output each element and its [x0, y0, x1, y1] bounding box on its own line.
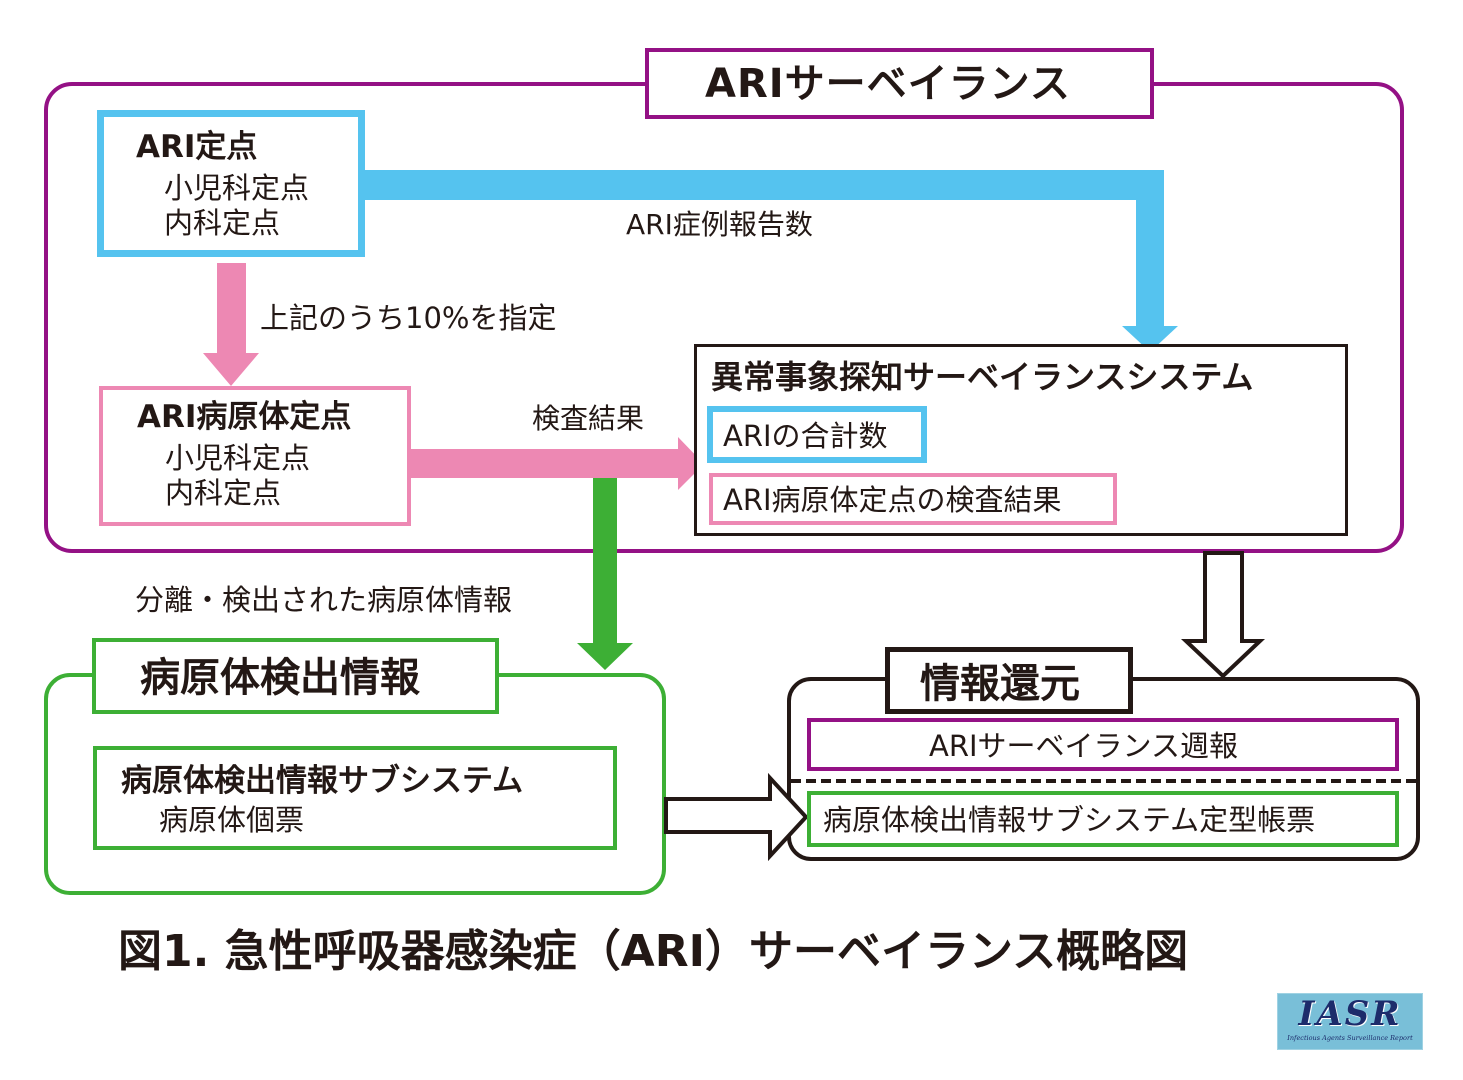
anomaly-system-box: 異常事象探知サーベイランスシステム ARIの合計数 ARI病原体定点の検査結果: [694, 344, 1348, 536]
standard-forms-label: 病原体検出情報サブシステム定型帳票: [823, 803, 1316, 837]
return-right-arrow: [664, 772, 809, 862]
case-report-arrow: [362, 170, 1178, 352]
iasr-logo-subtitle: Infectious Agents Surveillance Report: [1287, 1034, 1413, 1042]
designate-label: 上記のうち10%を指定: [260, 301, 557, 335]
iasr-logo: IASR Infectious Agents Surveillance Repo…: [1277, 993, 1423, 1050]
weekly-report-label: ARIサーベイランス週報: [929, 729, 1238, 763]
ari-sentinel-pediatric: 小児科定点: [164, 171, 310, 205]
ari-sentinel-box: ARI定点 小児科定点 内科定点: [97, 110, 365, 257]
weekly-report-box: ARIサーベイランス週報: [807, 718, 1399, 771]
figure-caption: 図1. 急性呼吸器感染症（ARI）サーベイランス概略図: [118, 926, 1189, 977]
info-return-title-box: 情報還元: [885, 647, 1133, 714]
iasr-logo-text: IASR: [1298, 994, 1402, 1034]
test-results-arrow: [408, 437, 704, 490]
ari-pathogen-sentinel-box: ARI病原体定点 小児科定点 内科定点: [99, 386, 411, 526]
ari-sentinel-internal: 内科定点: [164, 206, 281, 240]
case-report-label: ARI症例報告数: [626, 208, 813, 241]
anomaly-system-title: 異常事象探知サーベイランスシステム: [711, 358, 1254, 396]
return-down-arrow: [1180, 551, 1266, 679]
designate-arrow: [203, 263, 259, 386]
test-results-label: 検査結果: [532, 402, 645, 435]
pathogen-results-box: ARI病原体定点の検査結果: [709, 473, 1117, 525]
ari-surveillance-title: ARIサーベイランス: [705, 61, 1071, 107]
ari-surveillance-title-box: ARIサーベイランス: [645, 48, 1154, 119]
isolated-info-arrow: [577, 478, 633, 670]
ari-pathogen-sentinel-pediatric: 小児科定点: [165, 441, 311, 475]
pathogen-subsystem-box: 病原体検出情報サブシステム 病原体個票: [93, 746, 617, 850]
ari-pathogen-sentinel-title: ARI病原体定点: [137, 399, 352, 435]
pathogen-subsystem-item: 病原体個票: [159, 803, 305, 837]
pathogen-info-title: 病原体検出情報: [140, 655, 420, 701]
ari-total-box: ARIの合計数: [707, 406, 927, 463]
ari-sentinel-title: ARI定点: [136, 129, 258, 165]
pathogen-results-label: ARI病原体定点の検査結果: [723, 483, 1062, 517]
info-return-title: 情報還元: [920, 661, 1080, 707]
ari-total-label: ARIの合計数: [723, 419, 888, 453]
ari-pathogen-sentinel-internal: 内科定点: [165, 476, 282, 510]
pathogen-subsystem-title: 病原体検出情報サブシステム: [121, 763, 524, 799]
standard-forms-box: 病原体検出情報サブシステム定型帳票: [807, 791, 1399, 847]
pathogen-info-title-box: 病原体検出情報: [92, 638, 499, 714]
isolated-info-label: 分離・検出された病原体情報: [135, 583, 513, 617]
